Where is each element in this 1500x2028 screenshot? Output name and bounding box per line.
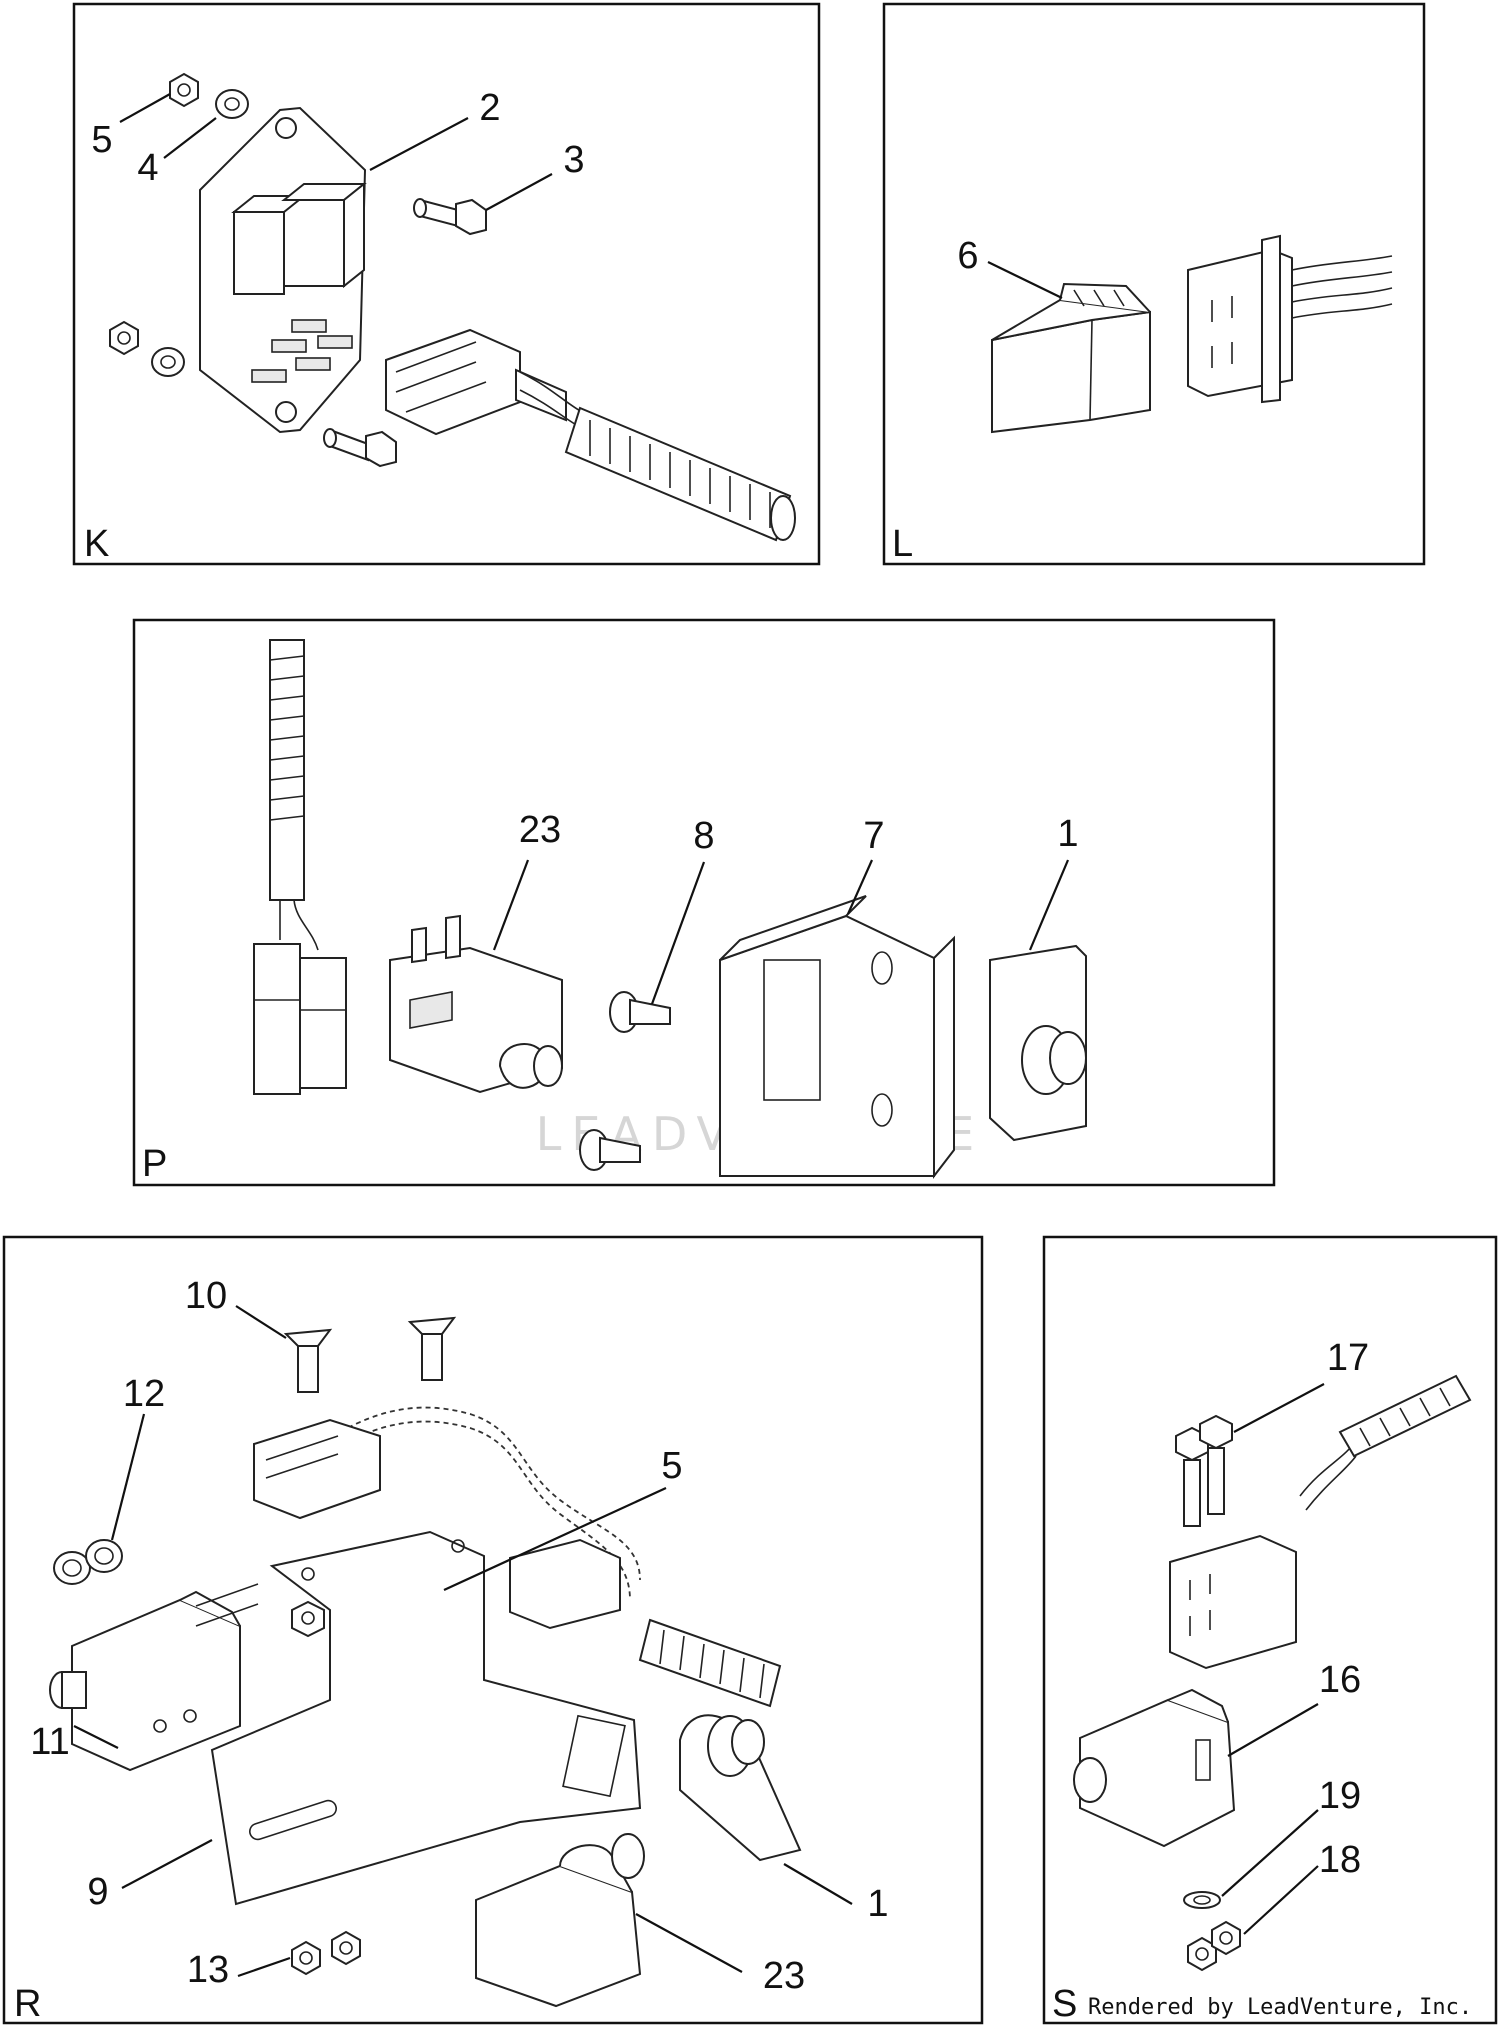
leader-s-18 — [1243, 1865, 1319, 1935]
panel-s: S 17 — [1042, 1235, 1498, 2025]
panel-k: K — [72, 2, 821, 566]
flange-bolt-drawing — [53, 1539, 123, 1585]
callout-p-7: 7 — [863, 815, 884, 857]
harness-lead-drawing — [253, 639, 347, 1095]
callout-k-2: 2 — [479, 87, 500, 129]
s-solenoid-drawing — [1073, 1688, 1236, 1848]
callout-p-8: 8 — [693, 815, 714, 857]
panel-l: L 6 — [882, 2, 1426, 566]
panel-p-letter: P — [142, 1143, 167, 1185]
panel-r-frame — [2, 1235, 984, 2025]
panel-s-letter: S — [1052, 1983, 1077, 2025]
leader-r-10 — [235, 1305, 287, 1339]
leader-k-2 — [369, 117, 469, 171]
mounting-bracket-drawing — [210, 1530, 642, 1906]
s-nut-drawing — [1187, 1920, 1241, 1972]
callout-p-1: 1 — [1057, 813, 1078, 855]
callout-r-23: 23 — [763, 1955, 805, 1997]
panel-l-letter: L — [892, 523, 913, 565]
wire-harness-connector-drawing — [385, 328, 796, 542]
relay-socket-drawing — [1187, 234, 1393, 404]
panel-p: P LEADVENTURE — [132, 618, 1276, 1187]
callout-k-4: 4 — [137, 147, 158, 189]
r-flange-nut-drawing — [291, 1930, 361, 1976]
leader-p-8 — [650, 861, 706, 1005]
leader-p-23 — [492, 859, 530, 951]
bolt-drawing — [323, 198, 487, 468]
s-washer-drawing — [1183, 1891, 1221, 1909]
callout-r-5: 5 — [661, 1445, 682, 1487]
leader-r-9 — [121, 1839, 213, 1889]
s-harness-drawing — [1169, 1374, 1472, 1670]
nut-drawing — [109, 72, 199, 356]
panel-s-frame — [1042, 1235, 1498, 2025]
bracket-drawing — [719, 895, 955, 1179]
callout-s-17: 17 — [1327, 1337, 1369, 1379]
leader-s-17 — [1233, 1383, 1325, 1433]
panel-p-frame — [132, 618, 1276, 1187]
rivet-drawing — [579, 991, 671, 1171]
callout-s-19: 19 — [1319, 1775, 1361, 1817]
callout-r-10: 10 — [185, 1275, 227, 1317]
callout-k-3: 3 — [563, 139, 584, 181]
callout-r-1: 1 — [867, 1883, 888, 1925]
callout-r-9: 9 — [87, 1871, 108, 1913]
relay-module-drawing — [991, 282, 1151, 434]
leader-r-11 — [73, 1725, 119, 1749]
callout-r-12: 12 — [123, 1373, 165, 1415]
panel-k-frame — [72, 2, 821, 566]
rendered-by-credit: Rendered by LeadVenture, Inc. — [1088, 1995, 1472, 2020]
r-harness-drawing — [253, 1406, 782, 1708]
callout-r-13: 13 — [187, 1949, 229, 1991]
leader-r-12 — [110, 1413, 146, 1541]
callout-k-5: 5 — [91, 119, 112, 161]
leader-r-5 — [443, 1487, 667, 1591]
s-bolt-drawing — [1175, 1414, 1233, 1527]
leader-k-5 — [119, 93, 171, 123]
leader-s-16 — [1227, 1703, 1319, 1757]
leader-r-23 — [635, 1913, 743, 1973]
callout-s-18: 18 — [1319, 1839, 1361, 1881]
plunger-drawing — [989, 944, 1087, 1142]
callout-s-16: 16 — [1319, 1659, 1361, 1701]
callout-r-11: 11 — [30, 1721, 69, 1763]
callout-l-6: 6 — [957, 235, 978, 277]
relay-assembly-drawing — [199, 106, 367, 434]
callout-p-23: 23 — [519, 809, 561, 851]
leader-p-7 — [846, 859, 874, 915]
plunger-switch-drawing — [389, 914, 563, 1094]
leader-k-3 — [485, 173, 553, 211]
leader-s-19 — [1221, 1809, 1319, 1897]
washer-drawing — [151, 89, 249, 377]
solenoid-drawing — [49, 1583, 259, 1772]
flathead-screw-drawing — [283, 1316, 457, 1393]
r-plunger-drawing — [679, 1714, 802, 1862]
leader-l-6 — [987, 261, 1063, 299]
leader-r-13 — [237, 1956, 291, 1978]
leader-p-1 — [1028, 859, 1070, 951]
panel-k-letter: K — [84, 523, 109, 565]
leader-k-4 — [163, 117, 217, 159]
panel-r: R — [2, 1235, 984, 2025]
leader-r-1 — [783, 1863, 853, 1905]
panel-r-letter: R — [14, 1983, 41, 2025]
r-switch-drawing — [475, 1833, 645, 2008]
panel-l-frame — [882, 2, 1426, 566]
